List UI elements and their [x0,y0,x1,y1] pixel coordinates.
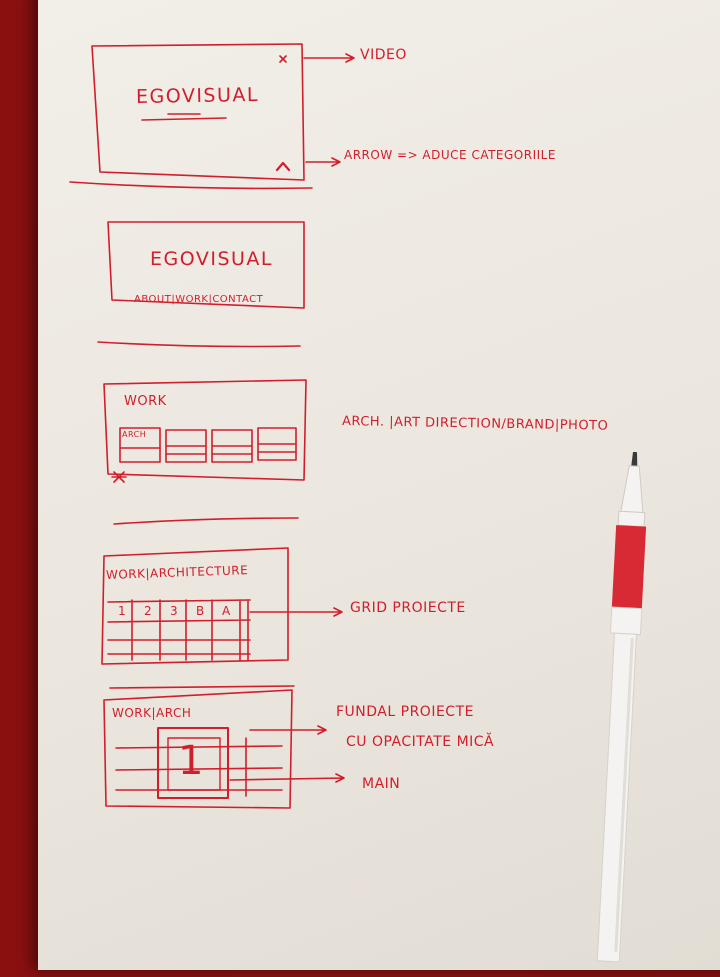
main-project-box [157,727,229,799]
pen [585,451,658,973]
thumb-1 [119,427,161,463]
background-grid [115,737,283,797]
sketch5-heading: WORK|ARCH [112,706,192,720]
sketch4-frame [101,547,289,665]
grid-cell-2: 2 [144,604,153,618]
sketch3-frame [103,379,307,481]
asterisk-mark-icon [111,471,127,483]
pen-icon [596,451,647,963]
grid-cell-3: 3 [170,604,179,618]
background-arrow [249,725,327,735]
grid-cell-1: 1 [118,604,127,618]
main-arrow [229,773,345,783]
annotation-grid: GRID PROIECTE [350,600,466,616]
sketch2-nav: ABOUT|WORK|CONTACT [134,294,264,305]
grid-arrow [249,607,343,617]
sketch1-logo-underline [141,113,227,121]
video-arrow [303,53,355,63]
sketch3-bottom-line [113,517,299,525]
annotation-background-line1: FUNDAL PROIECTE [336,704,474,720]
sketch2-logo: EGOVISUAL [150,248,274,270]
sketch5-frame [103,689,293,809]
sketch1-logo: EGOVISUAL [135,83,260,108]
caret-up-icon [275,161,291,172]
thumb-lines [119,443,297,455]
x-mark-icon [279,55,287,63]
sketch2-bottom-line [97,341,301,348]
grid-lines [107,599,251,661]
annotation-background-line2: CU OPACITATE MICĂ [346,734,495,750]
grid-cell-4: B [196,604,205,618]
main-project-inner-box [167,737,221,791]
sketch2-frame [107,221,305,309]
main-project-number: 1 [178,738,204,784]
thumb-label: ARCH [122,430,147,439]
categories-arrow [305,157,341,167]
annotation-arrow: ARROW => ADUCE CATEGORIILE [344,148,556,162]
annotation-main: MAIN [362,776,401,792]
grid-cell-5: A [222,604,231,618]
sketch1-frame [91,43,305,181]
sketch1-bottom-line [69,181,313,190]
sketch5-top-line [109,685,295,689]
annotation-video: VIDEO [360,47,407,63]
sketch3-heading: WORK [124,394,167,409]
